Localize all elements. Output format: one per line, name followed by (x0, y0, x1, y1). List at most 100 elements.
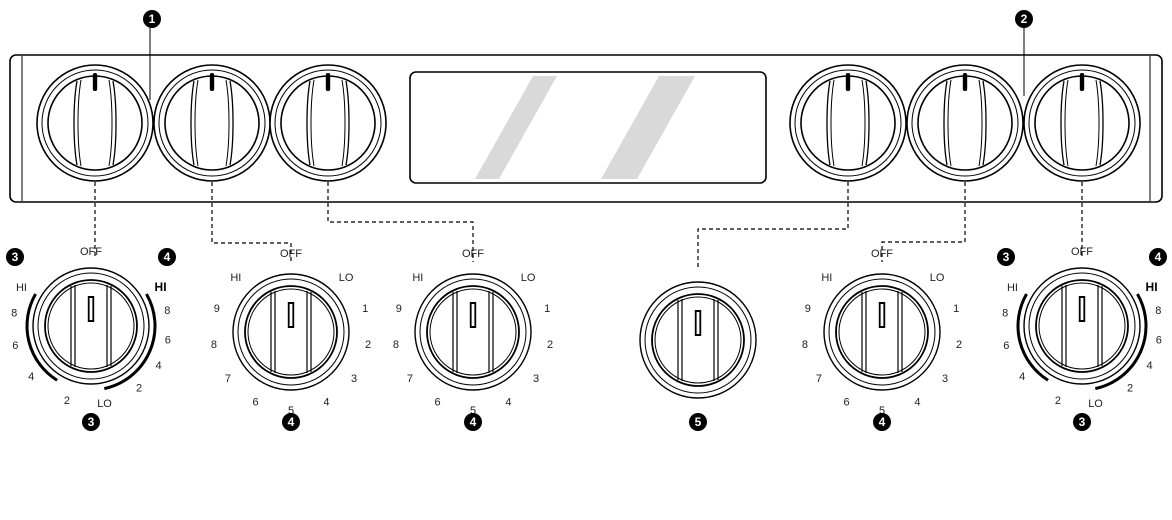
scale-mark-7: 7 (225, 373, 231, 385)
off-label: OFF (1071, 246, 1093, 258)
hi-range-arc-right (1094, 293, 1148, 391)
hi-label: HI (412, 272, 423, 284)
left-mark-2: 2 (64, 395, 70, 407)
scale-mark-9: 9 (396, 303, 402, 315)
scale-mark-7: 7 (407, 373, 413, 385)
right-mark-2: 2 (136, 382, 142, 394)
scale-mark-5: 5 (288, 405, 294, 417)
callout-1: 1 (143, 10, 161, 28)
off-label: OFF (80, 246, 102, 258)
hi-right-label: HI (155, 280, 167, 294)
knob-number: 3 (82, 413, 100, 431)
right-mark-6: 6 (165, 335, 171, 347)
badge-right: 4 (1149, 248, 1167, 266)
scale-mark-1: 1 (362, 303, 368, 315)
hi-range-arc-left (1016, 293, 1049, 382)
svg-text:1: 1 (149, 12, 156, 26)
scale-mark-3: 3 (351, 373, 357, 385)
badge-left: 3 (6, 248, 24, 266)
scale-mark-6: 6 (253, 396, 259, 408)
lo-label: LO (339, 272, 354, 284)
display-window (409, 71, 767, 184)
scale-mark-8: 8 (211, 339, 217, 351)
badge-right-label: 4 (1155, 250, 1162, 264)
knob-number-label: 3 (1079, 415, 1086, 429)
knob-body (1023, 267, 1141, 385)
hi-label: HI (230, 272, 241, 284)
left-mark-6: 6 (12, 340, 18, 352)
scale-mark-5: 5 (470, 405, 476, 417)
scale-mark-1: 1 (544, 303, 550, 315)
knob-body (823, 273, 941, 391)
right-mark-4: 4 (1146, 360, 1152, 372)
svg-text:2: 2 (1021, 12, 1028, 26)
right-mark-8: 8 (164, 305, 170, 317)
scale-mark-8: 8 (802, 339, 808, 351)
hi-left-label: HI (1007, 282, 1018, 294)
knob-number: 4 (873, 413, 891, 431)
knob-number-label: 4 (288, 415, 295, 429)
right-mark-6: 6 (1156, 335, 1162, 347)
badge-right: 4 (158, 248, 176, 266)
scale-mark-3: 3 (533, 373, 539, 385)
knob-number: 3 (1073, 413, 1091, 431)
hi-right-label: HI (1146, 280, 1158, 294)
hi-left-label: HI (16, 282, 27, 294)
scale-mark-3: 3 (942, 373, 948, 385)
scale-mark-2: 2 (547, 339, 553, 351)
panel-knob-right-dual (1023, 64, 1141, 182)
knob-body (639, 281, 757, 399)
badge-left-label: 3 (12, 250, 19, 264)
lo-label: LO (521, 272, 536, 284)
scale-mark-4: 4 (914, 396, 920, 408)
left-mark-2: 2 (1055, 395, 1061, 407)
knob-body (414, 273, 532, 391)
panel-knob-mid-right (906, 64, 1024, 182)
scale-mark-1: 1 (953, 303, 959, 315)
left-mark-4: 4 (28, 371, 34, 383)
scale-mark-5: 5 (879, 405, 885, 417)
right-mark-8: 8 (1155, 305, 1161, 317)
left-mark-8: 8 (1002, 307, 1008, 319)
scale-mark-9: 9 (214, 303, 220, 315)
scale-mark-2: 2 (365, 339, 371, 351)
callout-2: 2 (1015, 10, 1033, 28)
panel-knob-center-plain (789, 64, 907, 182)
knob-number-label: 4 (879, 415, 886, 429)
panel-knob-left-dual (36, 64, 154, 182)
off-label: OFF (871, 248, 893, 260)
off-label: OFF (280, 248, 302, 260)
scale-mark-6: 6 (435, 396, 441, 408)
knob-number-label: 3 (88, 415, 95, 429)
scale-mark-9: 9 (805, 303, 811, 315)
left-mark-4: 4 (1019, 371, 1025, 383)
knob-number-label: 5 (695, 415, 702, 429)
right-mark-4: 4 (155, 360, 161, 372)
scale-mark-4: 4 (323, 396, 329, 408)
knob-body (32, 267, 150, 385)
scale-mark-8: 8 (393, 339, 399, 351)
left-mark-6: 6 (1003, 340, 1009, 352)
lo-label: LO (1088, 398, 1103, 410)
connector-lines (94, 182, 1083, 268)
knob-center-plain: 5 (639, 281, 757, 431)
scale-mark-4: 4 (505, 396, 511, 408)
knob-number-label: 4 (470, 415, 477, 429)
hi-label: HI (821, 272, 832, 284)
knob-right-dual: OFF HI HI LO 8 6 4 2 8 6 4 2 3 4 3 (997, 246, 1167, 431)
knob-body (232, 273, 350, 391)
off-label: OFF (462, 248, 484, 260)
badge-right-label: 4 (164, 250, 171, 264)
right-mark-2: 2 (1127, 382, 1133, 394)
badge-left-label: 3 (1003, 250, 1010, 264)
scale-mark-2: 2 (956, 339, 962, 351)
left-mark-8: 8 (11, 307, 17, 319)
panel-knob-mid-left-2 (269, 64, 387, 182)
hi-range-arc-right (103, 293, 157, 391)
scale-mark-6: 6 (844, 396, 850, 408)
